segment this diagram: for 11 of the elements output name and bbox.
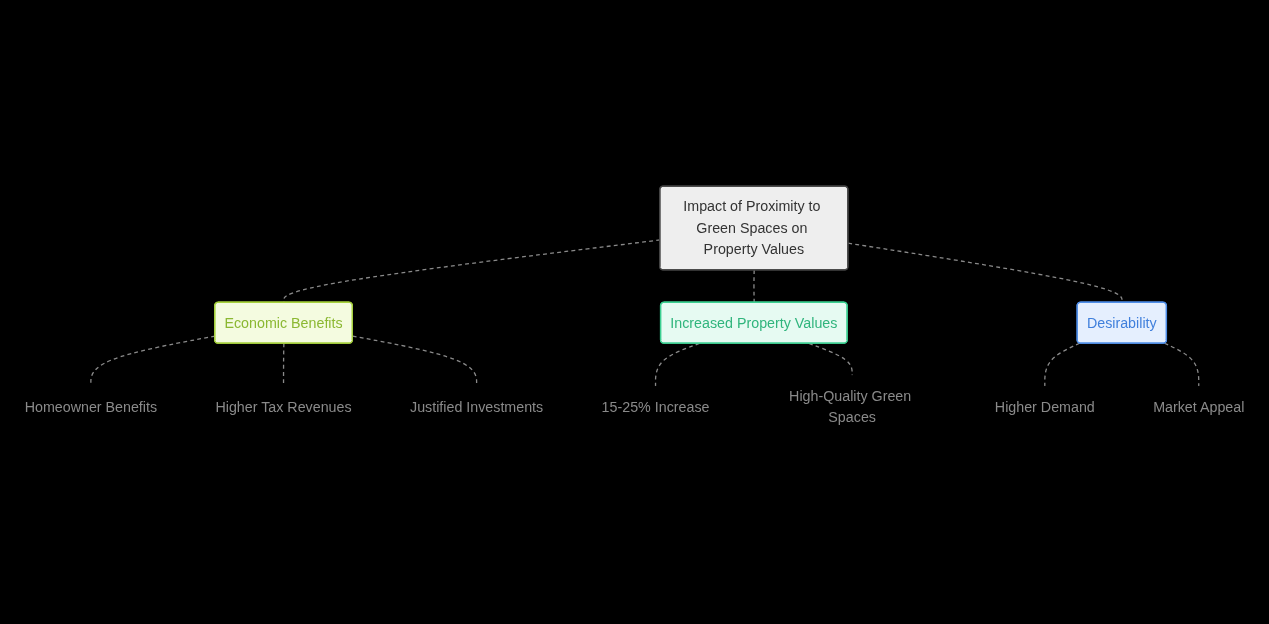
node-text: Homeowner Benefits bbox=[24, 398, 158, 415]
node-text: Justified Investments bbox=[409, 398, 544, 415]
node-text: Higher Demand bbox=[994, 398, 1095, 415]
node-text: 15-25% Increase bbox=[601, 398, 710, 415]
connector bbox=[1044, 342, 1081, 387]
node-text: High-Quality Green Spaces bbox=[789, 387, 912, 426]
connector bbox=[654, 342, 700, 387]
connector bbox=[753, 269, 755, 304]
connector bbox=[1163, 342, 1200, 387]
node-text: Market Appeal bbox=[1153, 398, 1245, 415]
node-text: Higher Tax Revenues bbox=[215, 398, 352, 415]
